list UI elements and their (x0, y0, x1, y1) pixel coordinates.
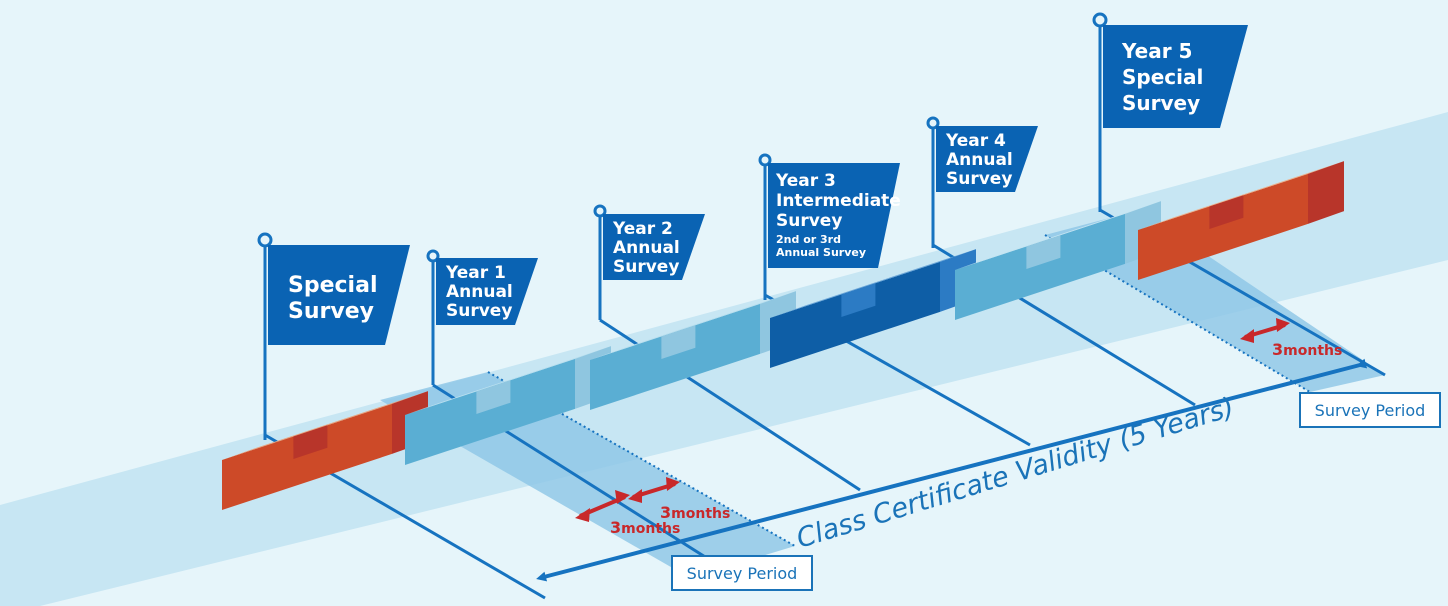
block-notch (661, 325, 696, 359)
flag-special: Special Survey (257, 232, 410, 440)
survey-period-label: Survey Period (1315, 401, 1426, 420)
flag-year2-line2: Annual (613, 238, 680, 258)
flag-year3: Year 3 Intermediate Survey 2nd or 3rd An… (758, 153, 901, 300)
block-top (590, 291, 796, 360)
flag-special-line2: Survey (288, 299, 374, 324)
svg-text:3months: 3months (660, 503, 730, 522)
flag-year1: Year 1 Annual Survey (426, 249, 538, 385)
flag-year4-line3: Survey (946, 169, 1012, 189)
block-front (1138, 173, 1308, 280)
validity-label: Class Certificate Validity (5 Years) (793, 392, 1238, 555)
months-number: 3 (1272, 340, 1283, 359)
pole-knob (257, 232, 273, 248)
block-year2 (590, 291, 796, 410)
months-number: 3 (610, 518, 621, 537)
block-notch (841, 283, 876, 317)
flag-year5: Year 5 Special Survey (1092, 12, 1248, 212)
block-year1 (405, 346, 611, 465)
survey-period-label: Survey Period (687, 564, 798, 583)
survey-period-box-left: Survey Period (671, 555, 813, 591)
block-notch (293, 425, 328, 459)
flag-year5-line3: Survey (1122, 91, 1200, 115)
flag-year3-sub2: Annual Survey (776, 246, 866, 259)
flag-special-line1: Special (288, 273, 377, 298)
block-year4 (955, 201, 1161, 320)
flag-year3-line2: Intermediate (776, 191, 901, 211)
flag-year1-line1: Year 1 (445, 263, 506, 283)
validity-arrow (536, 358, 1368, 582)
months-number: 3 (660, 503, 671, 522)
months-unit: months (621, 521, 680, 537)
block-notch (1209, 195, 1244, 229)
flag-year4-line2: Annual (946, 150, 1013, 170)
block-front (770, 261, 940, 368)
months-indicator-right: 3months (1240, 318, 1342, 359)
block-front (222, 403, 392, 510)
flag-year3-sub1: 2nd or 3rd (776, 233, 841, 246)
flag-year2-line1: Year 2 (612, 219, 673, 239)
flag-year2: Year 2 Annual Survey (593, 204, 705, 320)
block-front (955, 213, 1125, 320)
months-unit: months (1283, 343, 1342, 359)
pole-knob (1092, 12, 1108, 28)
block-top (1138, 161, 1344, 230)
flag-year5-line1: Year 5 (1121, 39, 1192, 63)
months-indicator-left-2: 3months (628, 477, 730, 522)
flag-year1-line3: Survey (446, 301, 512, 321)
flag-year1-line2: Annual (446, 282, 513, 302)
flag-year3-line3: Survey (776, 211, 842, 231)
flag-year4-line1: Year 4 (945, 131, 1006, 151)
block-notch (1026, 235, 1061, 269)
block-top (770, 249, 976, 318)
block-top (955, 201, 1161, 270)
months-indicator-left-1: 3months (575, 490, 680, 537)
flag-year4: Year 4 Annual Survey (926, 116, 1038, 248)
flag-year2-line3: Survey (613, 257, 679, 277)
flag-year5-line2: Special (1122, 65, 1203, 89)
block-front (405, 358, 575, 465)
block-notch (476, 380, 511, 414)
block-top (222, 391, 428, 460)
svg-text:3months: 3months (1272, 340, 1342, 359)
block-side (1308, 161, 1344, 224)
block-year5 (1138, 161, 1344, 280)
flag-year3-line1: Year 3 (775, 171, 836, 191)
block-top (405, 346, 611, 415)
months-unit: months (671, 506, 730, 522)
svg-text:3months: 3months (610, 518, 680, 537)
survey-period-box-right: Survey Period (1299, 392, 1441, 428)
block-front (590, 303, 760, 410)
